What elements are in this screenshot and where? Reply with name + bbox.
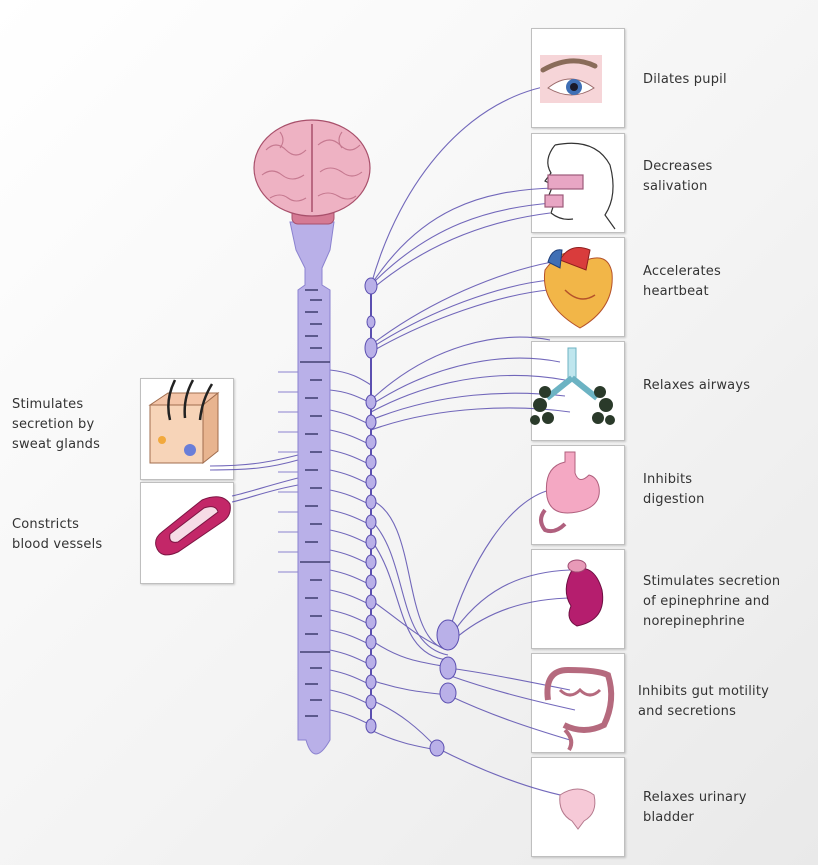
intestine-icon xyxy=(547,670,611,750)
brain-icon xyxy=(254,120,370,224)
effect-label-salivation: Decreases salivation xyxy=(643,157,713,197)
effect-label-sweat: Stimulates secretion by sweat glands xyxy=(12,395,100,455)
sympathetic-chain xyxy=(365,278,459,756)
head-profile-icon xyxy=(545,143,615,229)
spinal-cord xyxy=(278,222,334,754)
effect-label-bladder: Relaxes urinary bladder xyxy=(643,788,747,828)
blood-vessel-icon xyxy=(156,497,231,555)
effect-label-gut: Inhibits gut motility and secretions xyxy=(638,682,769,722)
eye-icon xyxy=(540,55,602,103)
effect-label-digestion: Inhibits digestion xyxy=(643,470,705,510)
skin-sweat-gland-icon xyxy=(150,380,218,463)
kidney-adrenal-icon xyxy=(566,560,602,626)
bladder-icon xyxy=(560,789,595,829)
heart-icon xyxy=(544,248,612,328)
effect-label-vessels: Constricts blood vessels xyxy=(12,515,102,555)
effect-label-heart: Accelerates heartbeat xyxy=(643,262,721,302)
effect-label-adrenal: Stimulates secretion of epinephrine and … xyxy=(643,572,780,632)
effect-label-eye: Dilates pupil xyxy=(643,70,727,90)
stomach-icon xyxy=(541,452,599,531)
effect-label-airways: Relaxes airways xyxy=(643,376,750,396)
